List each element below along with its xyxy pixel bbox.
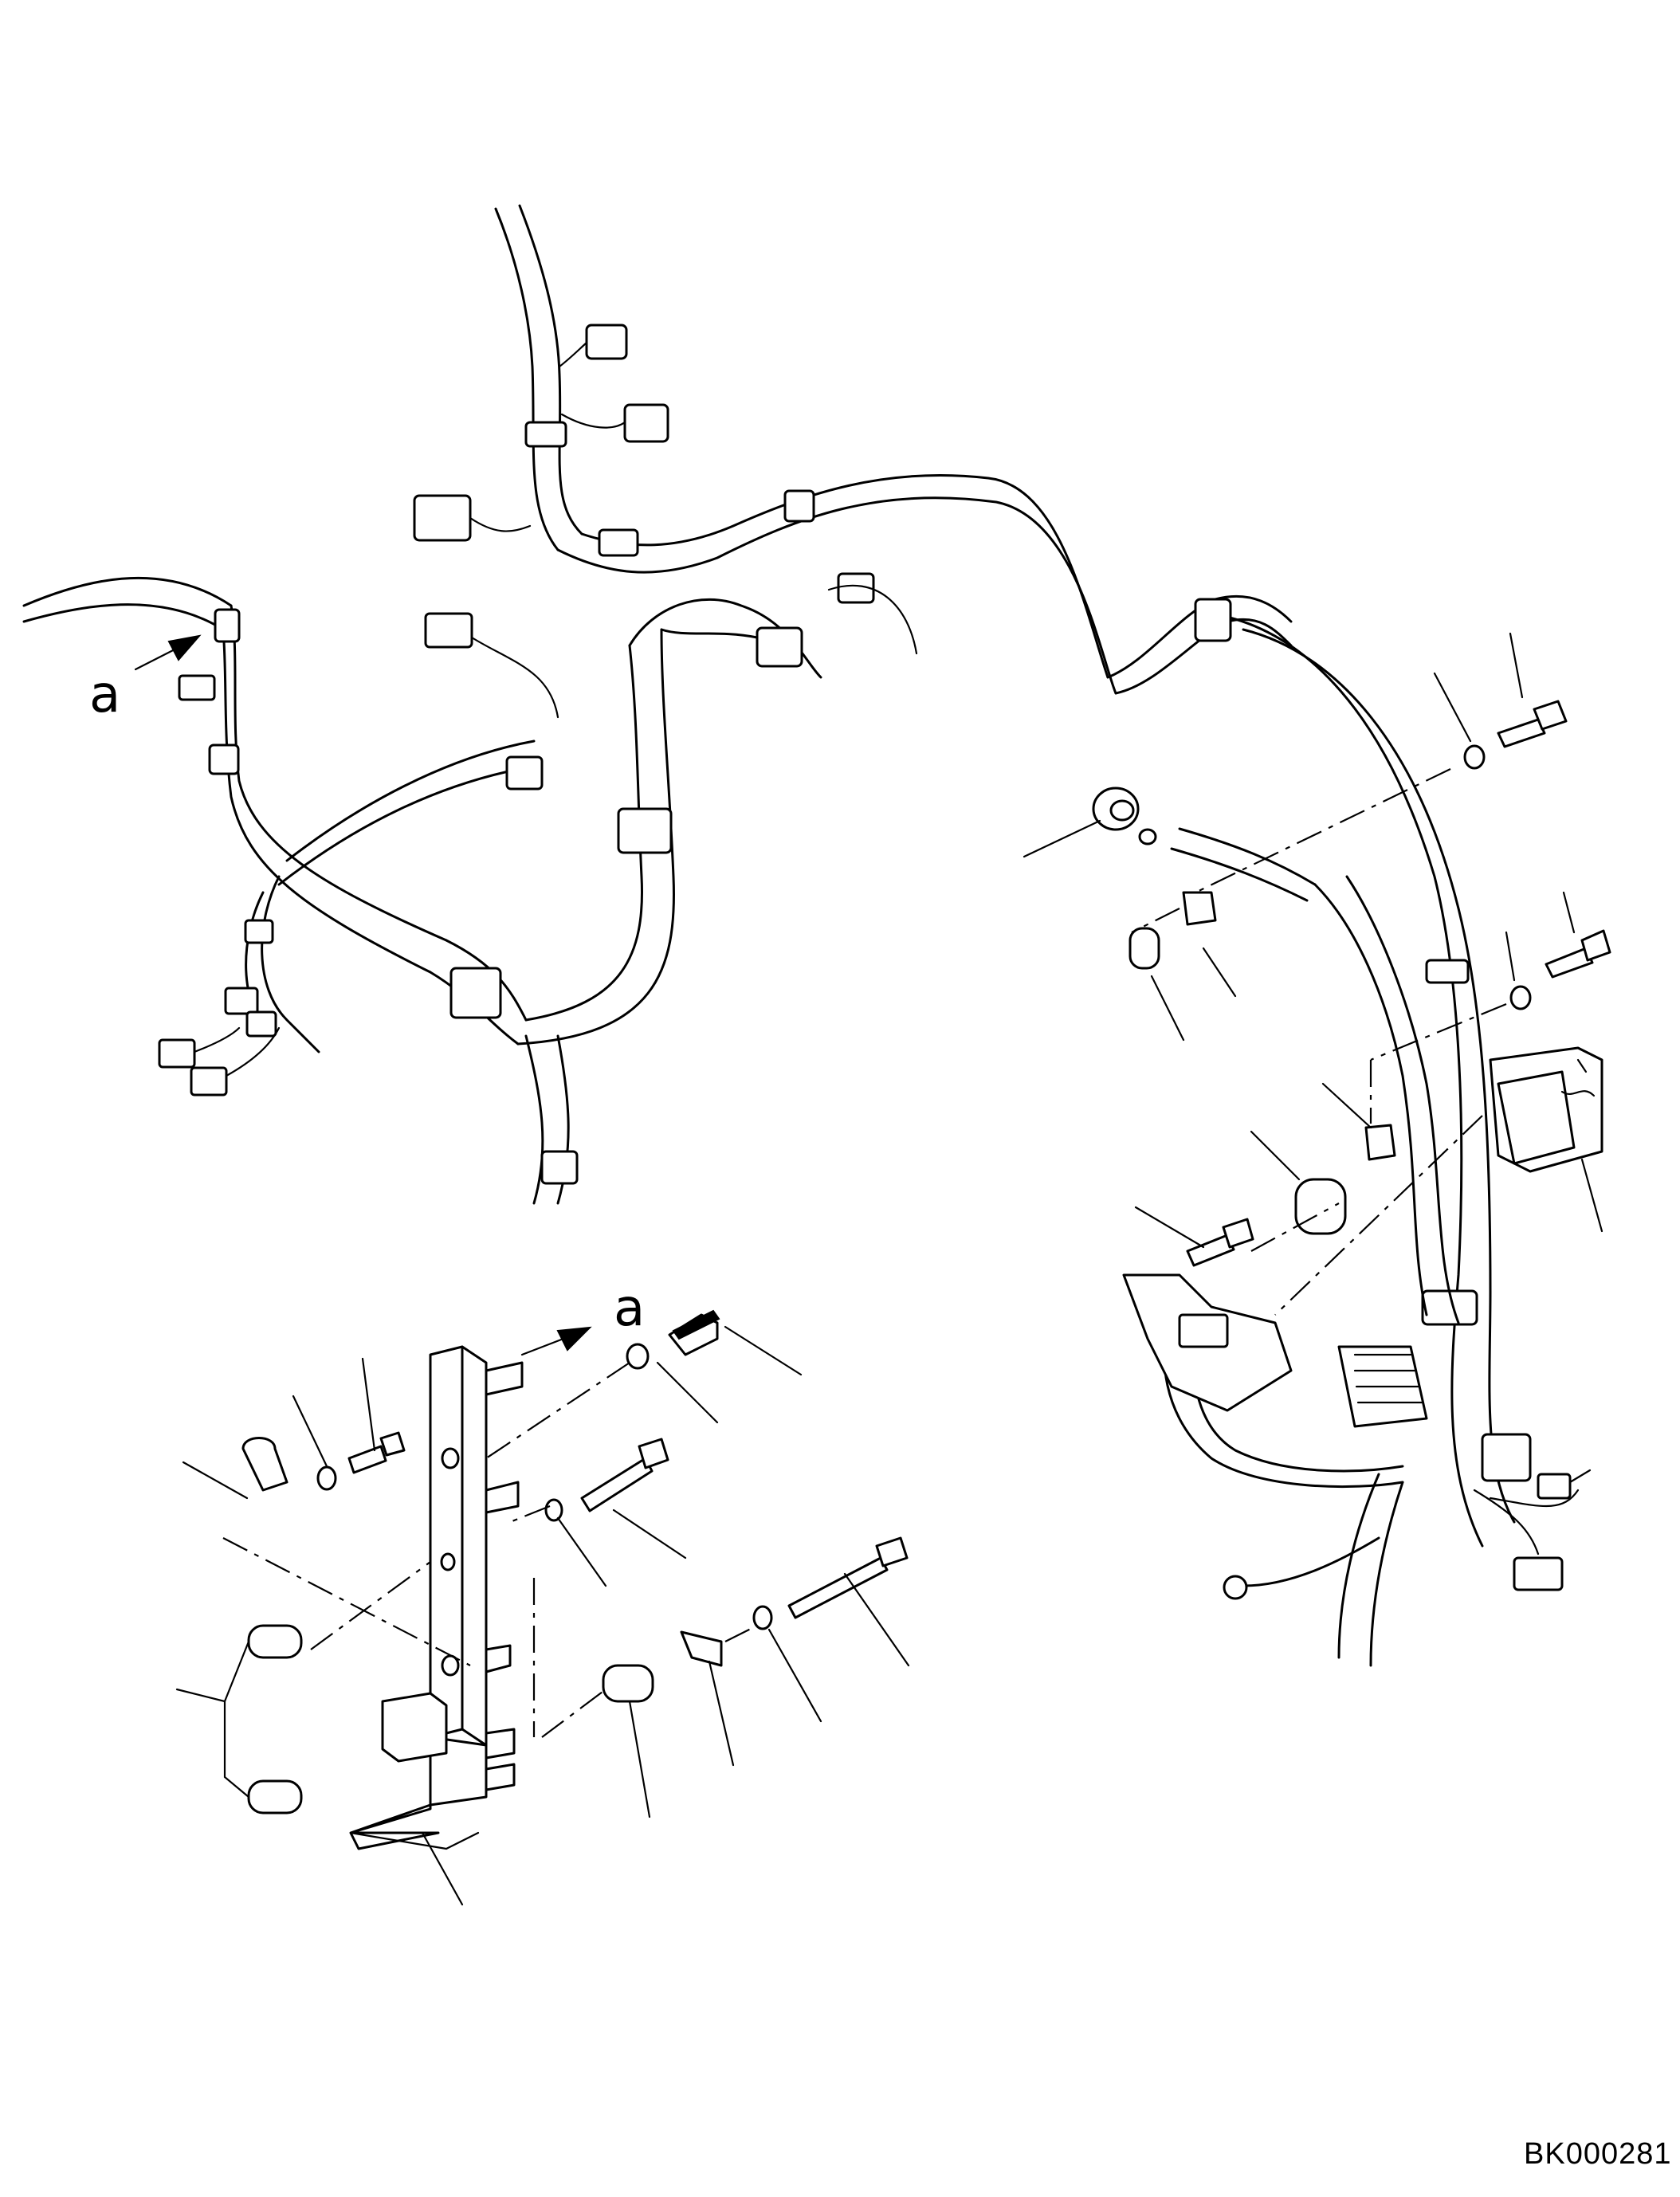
right-sub-harness (1122, 827, 1603, 1667)
main-wiring-harness (22, 204, 1516, 1548)
view-label-lower: a (614, 1279, 645, 1338)
view-arrow-lower: a (520, 1279, 645, 1356)
assembly-center-lines (222, 768, 1507, 1738)
view-label-upper: a (89, 665, 120, 724)
right-loose-parts (1092, 700, 1611, 1267)
harness-clamps (208, 421, 1532, 1482)
drawing-code-label: BK000281 (1524, 2137, 1672, 2171)
callout-leaders (175, 632, 1603, 1906)
harness-connectors (158, 324, 918, 1097)
bracket-assembly (241, 1309, 909, 1850)
view-arrow-upper: a (89, 634, 202, 724)
